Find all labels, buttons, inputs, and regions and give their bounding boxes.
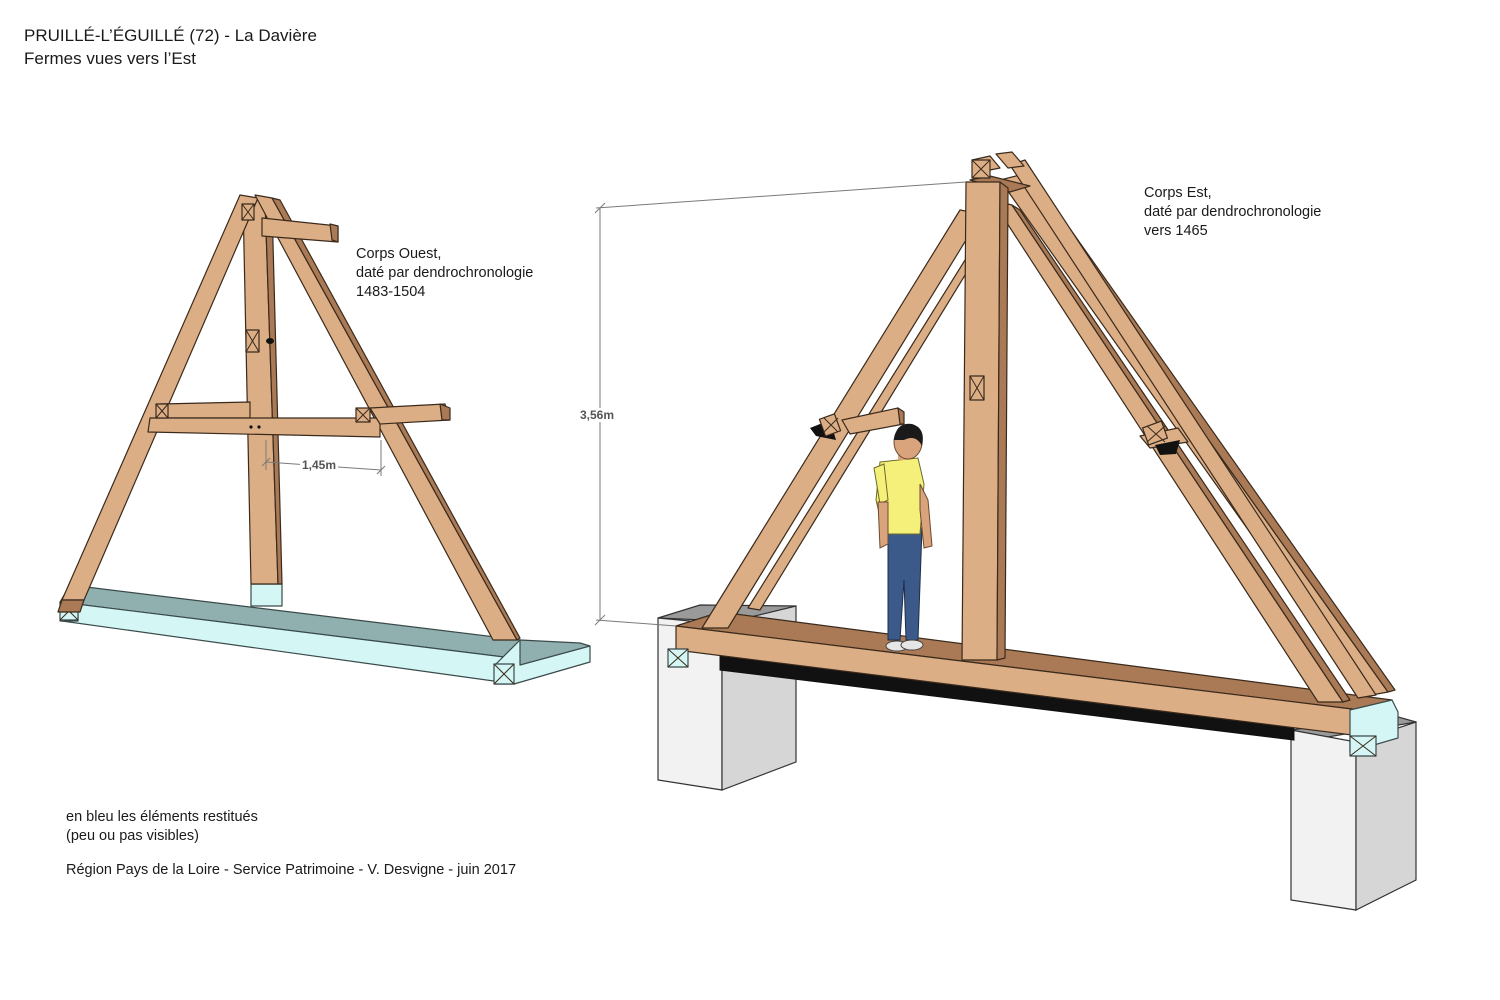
east-truss-label: Corps Est, daté par dendrochronologie ve… [1144, 184, 1321, 241]
east-truss [594, 151, 1417, 911]
east-ridge-caps [971, 151, 1025, 179]
west-truss-label-line: daté par dendrochronologie [356, 265, 534, 281]
west-king-post [242, 199, 283, 607]
west-truss [57, 194, 591, 685]
east-truss-label-line: Corps Est, [1144, 185, 1212, 201]
person-arms [877, 483, 933, 549]
east-tie-beam [667, 611, 1399, 757]
west-tie-beam-restored [59, 584, 591, 685]
credit-line: Région Pays de la Loire - Service Patrim… [66, 862, 517, 878]
west-truss-label: Corps Ouest, daté par dendrochronologie … [356, 245, 533, 302]
legend-line: en bleu les éléments restitués [66, 809, 258, 825]
west-truss-label-line: Corps Ouest, [356, 246, 442, 262]
diagram-title: PRUILLÉ-L’ÉGUILLÉ (72) - La Davière [24, 26, 317, 45]
legend: en bleu les éléments restitués (peu ou p… [66, 808, 258, 846]
person-head [893, 423, 923, 460]
west-top-purlin [241, 203, 339, 243]
west-collar-beam [147, 401, 451, 438]
east-back-rafters [999, 159, 1396, 699]
east-truss-label-line: daté par dendrochronologie [1144, 204, 1322, 220]
west-dimension-label: 1,45m [300, 458, 339, 472]
west-truss-label-line: 1483-1504 [356, 284, 426, 300]
person-figure [873, 423, 933, 652]
east-dimension-label: 3,56m [578, 408, 617, 422]
diagram-subtitle: Fermes vues vers l’Est [24, 49, 196, 68]
east-right-pier [1289, 715, 1417, 911]
east-truss-label-line: vers 1465 [1144, 223, 1208, 239]
person-shoes [885, 639, 924, 652]
west-left-rafter [57, 194, 259, 613]
person-legs [887, 527, 923, 641]
east-king-post [961, 175, 1031, 661]
east-right-purlin [1139, 420, 1189, 455]
legend-line: (peu ou pas visibles) [66, 828, 199, 844]
east-left-purlin [810, 407, 905, 440]
